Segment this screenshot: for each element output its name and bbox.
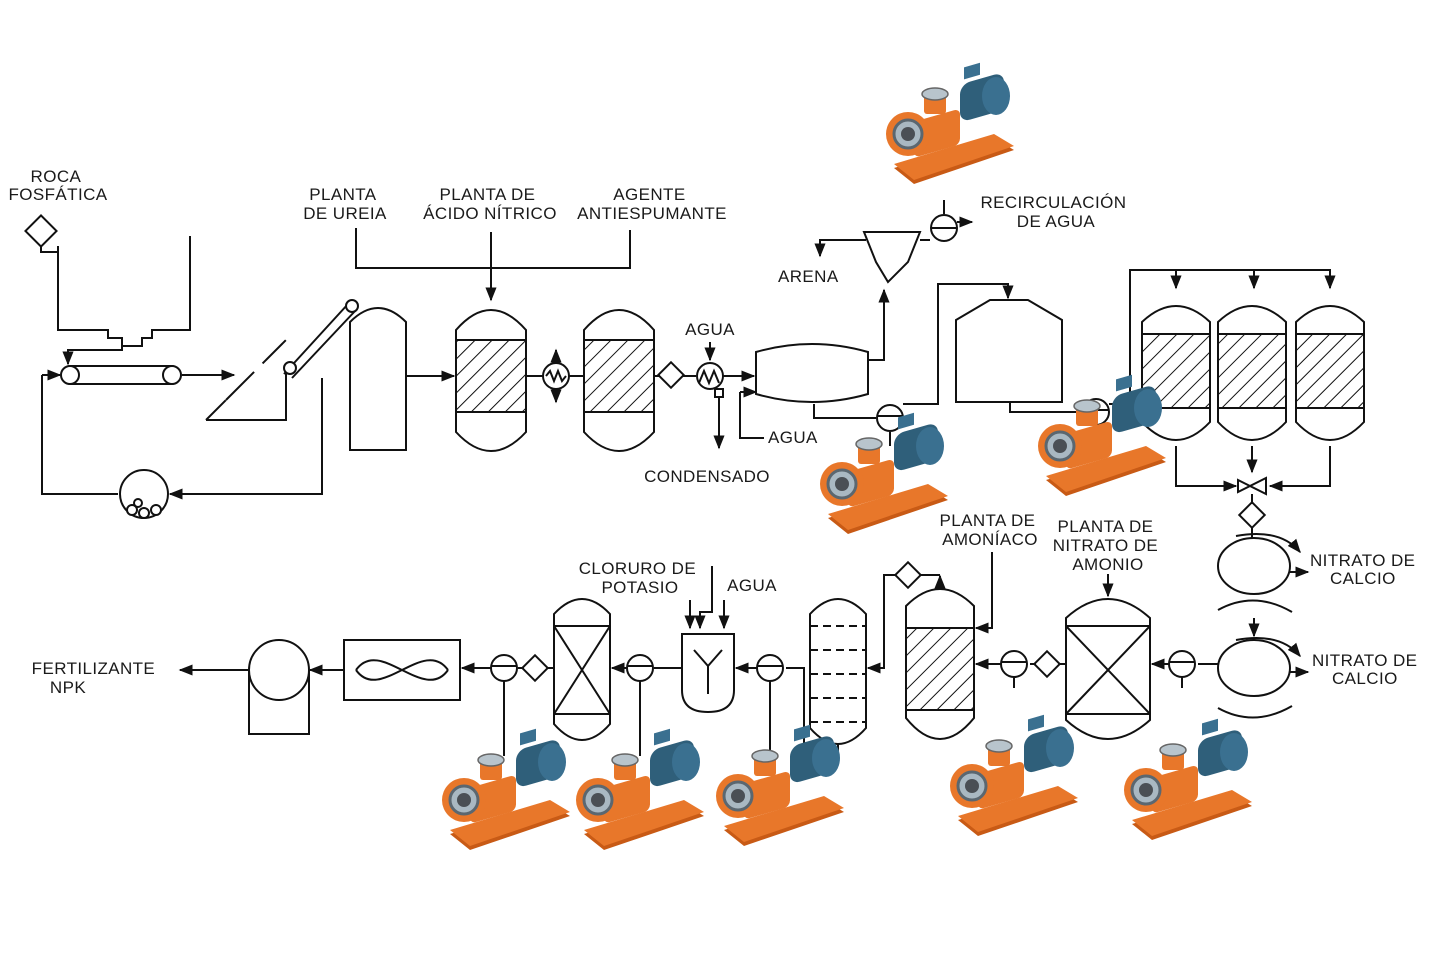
three-way-valve [1237, 476, 1267, 496]
product-storage [248, 639, 310, 701]
label-planta-nitrato-amonio: PLANTA DE NITRATO DE AMONIO [1053, 517, 1164, 574]
label-nitrato-calcio-2: NITRATO DE CALCIO [1312, 651, 1423, 688]
pump-illustration-6 [948, 713, 1080, 838]
label-agua-kcl: AGUA [727, 576, 777, 595]
label-agua-top: AGUA [685, 320, 735, 339]
label-condensado: CONDENSADO [644, 467, 770, 486]
valve-diamond-5 [520, 653, 550, 683]
hydrocyclone [862, 231, 922, 284]
label-arena: ARENA [778, 267, 839, 286]
pump-symbol-5 [756, 654, 784, 682]
label-agua-bottom: AGUA [768, 428, 818, 447]
settling-tank [955, 299, 1063, 403]
pump-symbol-3 [1168, 650, 1196, 678]
screen-separator [206, 372, 287, 421]
label-cloruro-potasio: CLORURO DE POTASIO [579, 559, 701, 597]
pump-symbol-4 [1000, 650, 1028, 678]
label-planta-ureia: PLANTA DE UREIA [303, 185, 387, 223]
label-planta-acido-nitrico: PLANTA DE ÁCIDO NÍTRICO [423, 185, 557, 223]
valve-diamond-3 [1032, 649, 1062, 679]
rock-feeder-symbol [24, 214, 58, 248]
pump-symbol-7 [490, 654, 518, 682]
pump-symbol-6 [626, 654, 654, 682]
valve-diamond-2 [1237, 500, 1267, 530]
elevator [283, 303, 357, 379]
pump-illustration-1 [818, 411, 950, 536]
valve-diamond-1 [656, 360, 686, 390]
label-recirculacion-agua: RECIRCULACIÓN DE AGUA [980, 193, 1131, 231]
pump-illustration-3 [440, 727, 572, 852]
label-fertilizante-npk: FERTILIZANTE NPK [32, 659, 161, 697]
label-nitrato-calcio-1: NITRATO DE CALCIO [1310, 551, 1421, 588]
label-roca-fosfatica: ROCA FOSFÁTICA [9, 167, 108, 204]
pump-illustration-7 [1122, 717, 1254, 842]
granulator-drum-2 [1217, 639, 1291, 697]
label-planta-amoniaco: PLANTA DE AMONÍACO [940, 511, 1041, 549]
label-agente-antiespumante: AGENTE ANTIESPUMANTE [577, 185, 727, 223]
pump-illustration-5 [714, 723, 846, 848]
pump-illustration-recirculation [884, 61, 1016, 186]
valve-diamond-4 [893, 560, 923, 590]
rock-hopper [57, 236, 191, 347]
granulator-drum-1 [1217, 537, 1291, 595]
horizontal-vessel [755, 343, 869, 403]
urea-silo [349, 307, 407, 451]
